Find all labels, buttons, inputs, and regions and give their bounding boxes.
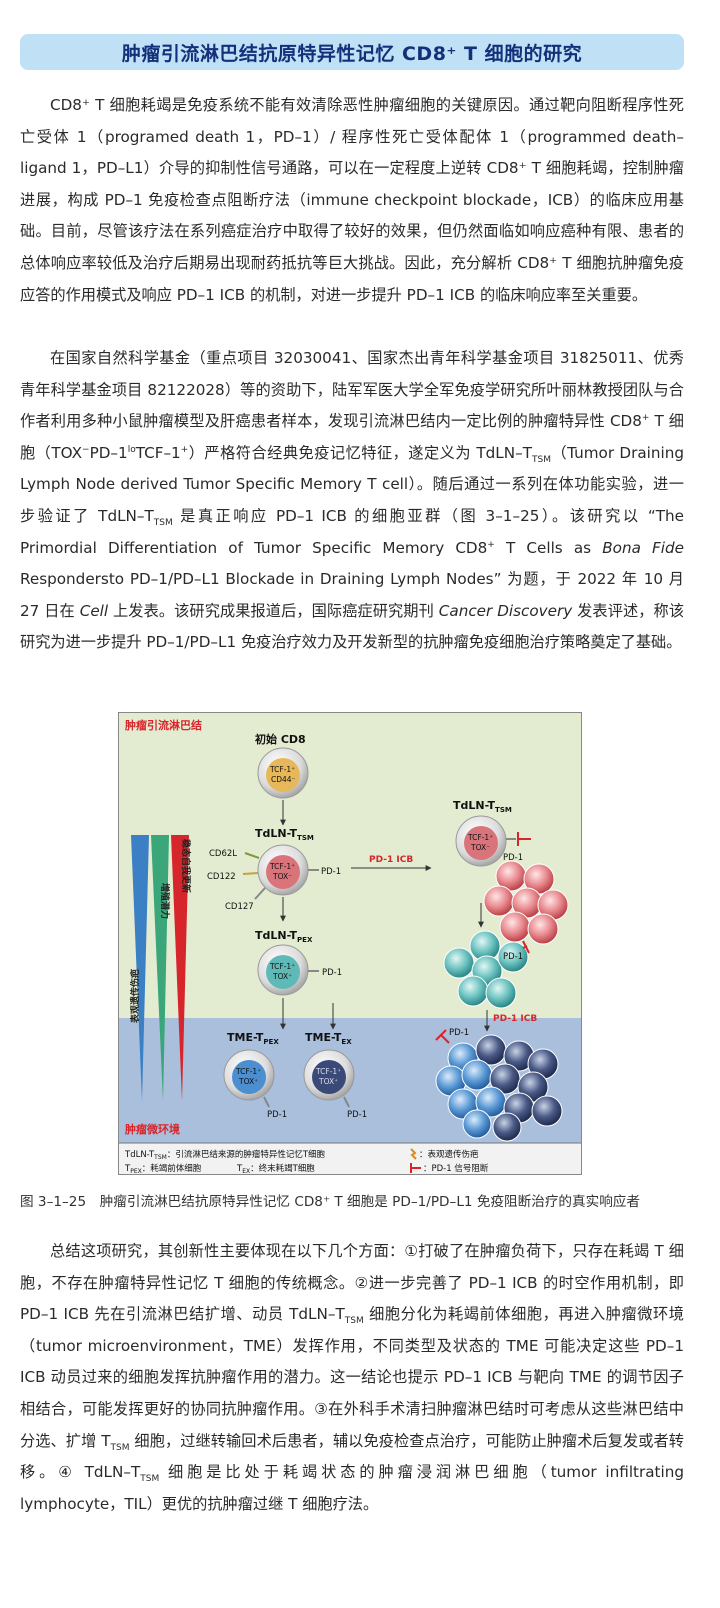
pex-cluster xyxy=(443,930,529,1009)
bar-proliferation xyxy=(151,835,169,1101)
svg-text:TCF-1⁺: TCF-1⁺ xyxy=(269,765,295,774)
tme-tex-label: TME-TEX xyxy=(305,1031,352,1046)
bar-epigenetic-scar xyxy=(131,835,149,1101)
svg-text:TPEX：耗竭前体细胞: TPEX：耗竭前体细胞 xyxy=(124,1163,202,1175)
tdln-tpex-label: TdLN-TPEX xyxy=(255,929,313,944)
figure-3-1-25: 肿瘤引流淋巴结 肿瘤微环境 表观遗传伤疤 增殖潜力 稳态自我更新 初始 CD8 … xyxy=(118,712,582,1175)
tdln-tsm-label: TdLN-TTSM xyxy=(255,827,314,842)
svg-text:PD-1: PD-1 xyxy=(503,853,523,863)
paragraph-intro: CD8⁺ T 细胞耗竭是免疫系统不能有效清除恶性肿瘤细胞的关键原因。通过靶向阻断… xyxy=(20,96,684,304)
svg-text:：PD-1 信号阻断: ：PD-1 信号阻断 xyxy=(423,1163,489,1174)
svg-text:PD-1: PD-1 xyxy=(321,867,341,877)
naive-cd8-label: 初始 CD8 xyxy=(255,732,306,746)
svg-text:TCF-1⁺: TCF-1⁺ xyxy=(269,862,295,871)
figure-caption: 图 3–1–25 肿瘤引流淋巴结抗原特异性记忆 CD8⁺ T 细胞是 PD–1/… xyxy=(20,1194,640,1210)
svg-text:TdLN-TTSM：引流淋巴结来源的肿瘤特异性记忆T细胞: TdLN-TTSM：引流淋巴结来源的肿瘤特异性记忆T细胞 xyxy=(124,1149,326,1161)
effector-cluster xyxy=(435,1034,563,1142)
svg-text:TOX⁻: TOX⁻ xyxy=(272,872,292,881)
pd1-icb-label-bottom: PD-1 ICB xyxy=(493,1014,537,1024)
svg-text:TOX⁺: TOX⁺ xyxy=(238,1077,258,1086)
pd1-icb-label-top: PD-1 ICB xyxy=(369,855,413,865)
svg-text:TOX⁻: TOX⁻ xyxy=(470,843,490,852)
paragraph-research: 在国家自然科学基金（重点项目 32030041、国家杰出青年科学基金项目 318… xyxy=(20,349,685,652)
svg-text:CD62L: CD62L xyxy=(209,849,237,859)
bar-label-self-renewal: 稳态自我更新 xyxy=(180,839,192,893)
paragraph-summary: 总结这项研究，其创新性主要体现在以下几个方面：①打破了在肿瘤负荷下，只存在耗竭 … xyxy=(20,1242,684,1513)
tme-tpex-label: TME-TPEX xyxy=(227,1031,279,1046)
svg-text:：表观遗传伤疤: ：表观遗传伤疤 xyxy=(419,1149,479,1160)
bar-self-renewal xyxy=(171,835,189,1101)
svg-text:TOX⁺: TOX⁺ xyxy=(318,1077,338,1086)
legend-region xyxy=(119,1143,581,1174)
bar-label-proliferation: 增殖潜力 xyxy=(159,883,171,919)
page-title: 肿瘤引流淋巴结抗原特异性记忆 CD8⁺ T 细胞的研究 xyxy=(121,42,583,65)
title-bar: 肿瘤引流淋巴结抗原特异性记忆 CD8⁺ T 细胞的研究 xyxy=(20,34,684,70)
bar-label-epigenetic: 表观遗传伤疤 xyxy=(129,969,141,1024)
svg-text:TCF-1⁺: TCF-1⁺ xyxy=(315,1067,341,1076)
figure-legend: TdLN-TTSM：引流淋巴结来源的肿瘤特异性记忆T细胞 TPEX：耗竭前体细胞… xyxy=(124,1148,489,1175)
svg-text:CD122: CD122 xyxy=(207,872,236,882)
svg-text:CD127: CD127 xyxy=(225,902,254,912)
svg-text:TOX⁺: TOX⁺ xyxy=(272,972,292,981)
svg-text:TCF-1⁺: TCF-1⁺ xyxy=(467,833,493,842)
region-label-tme: 肿瘤微环境 xyxy=(125,1122,180,1136)
svg-text:PD-1: PD-1 xyxy=(449,1028,469,1038)
svg-text:PD-1: PD-1 xyxy=(347,1110,367,1120)
epigenetic-scar-icon xyxy=(410,1148,417,1160)
svg-text:PD-1: PD-1 xyxy=(267,1110,287,1120)
region-label-lymph-node: 肿瘤引流淋巴结 xyxy=(125,718,202,732)
svg-text:CD44⁻: CD44⁻ xyxy=(271,775,296,784)
svg-text:PD-1: PD-1 xyxy=(322,968,342,978)
svg-text:TEX：终末耗竭T细胞: TEX：终末耗竭T细胞 xyxy=(236,1163,315,1175)
svg-text:TCF-1⁺: TCF-1⁺ xyxy=(235,1067,261,1076)
tdln-tsm-right-label: TdLN-TTSM xyxy=(453,799,512,814)
svg-text:TCF-1⁺: TCF-1⁺ xyxy=(269,962,295,971)
svg-text:PD-1: PD-1 xyxy=(503,952,523,962)
